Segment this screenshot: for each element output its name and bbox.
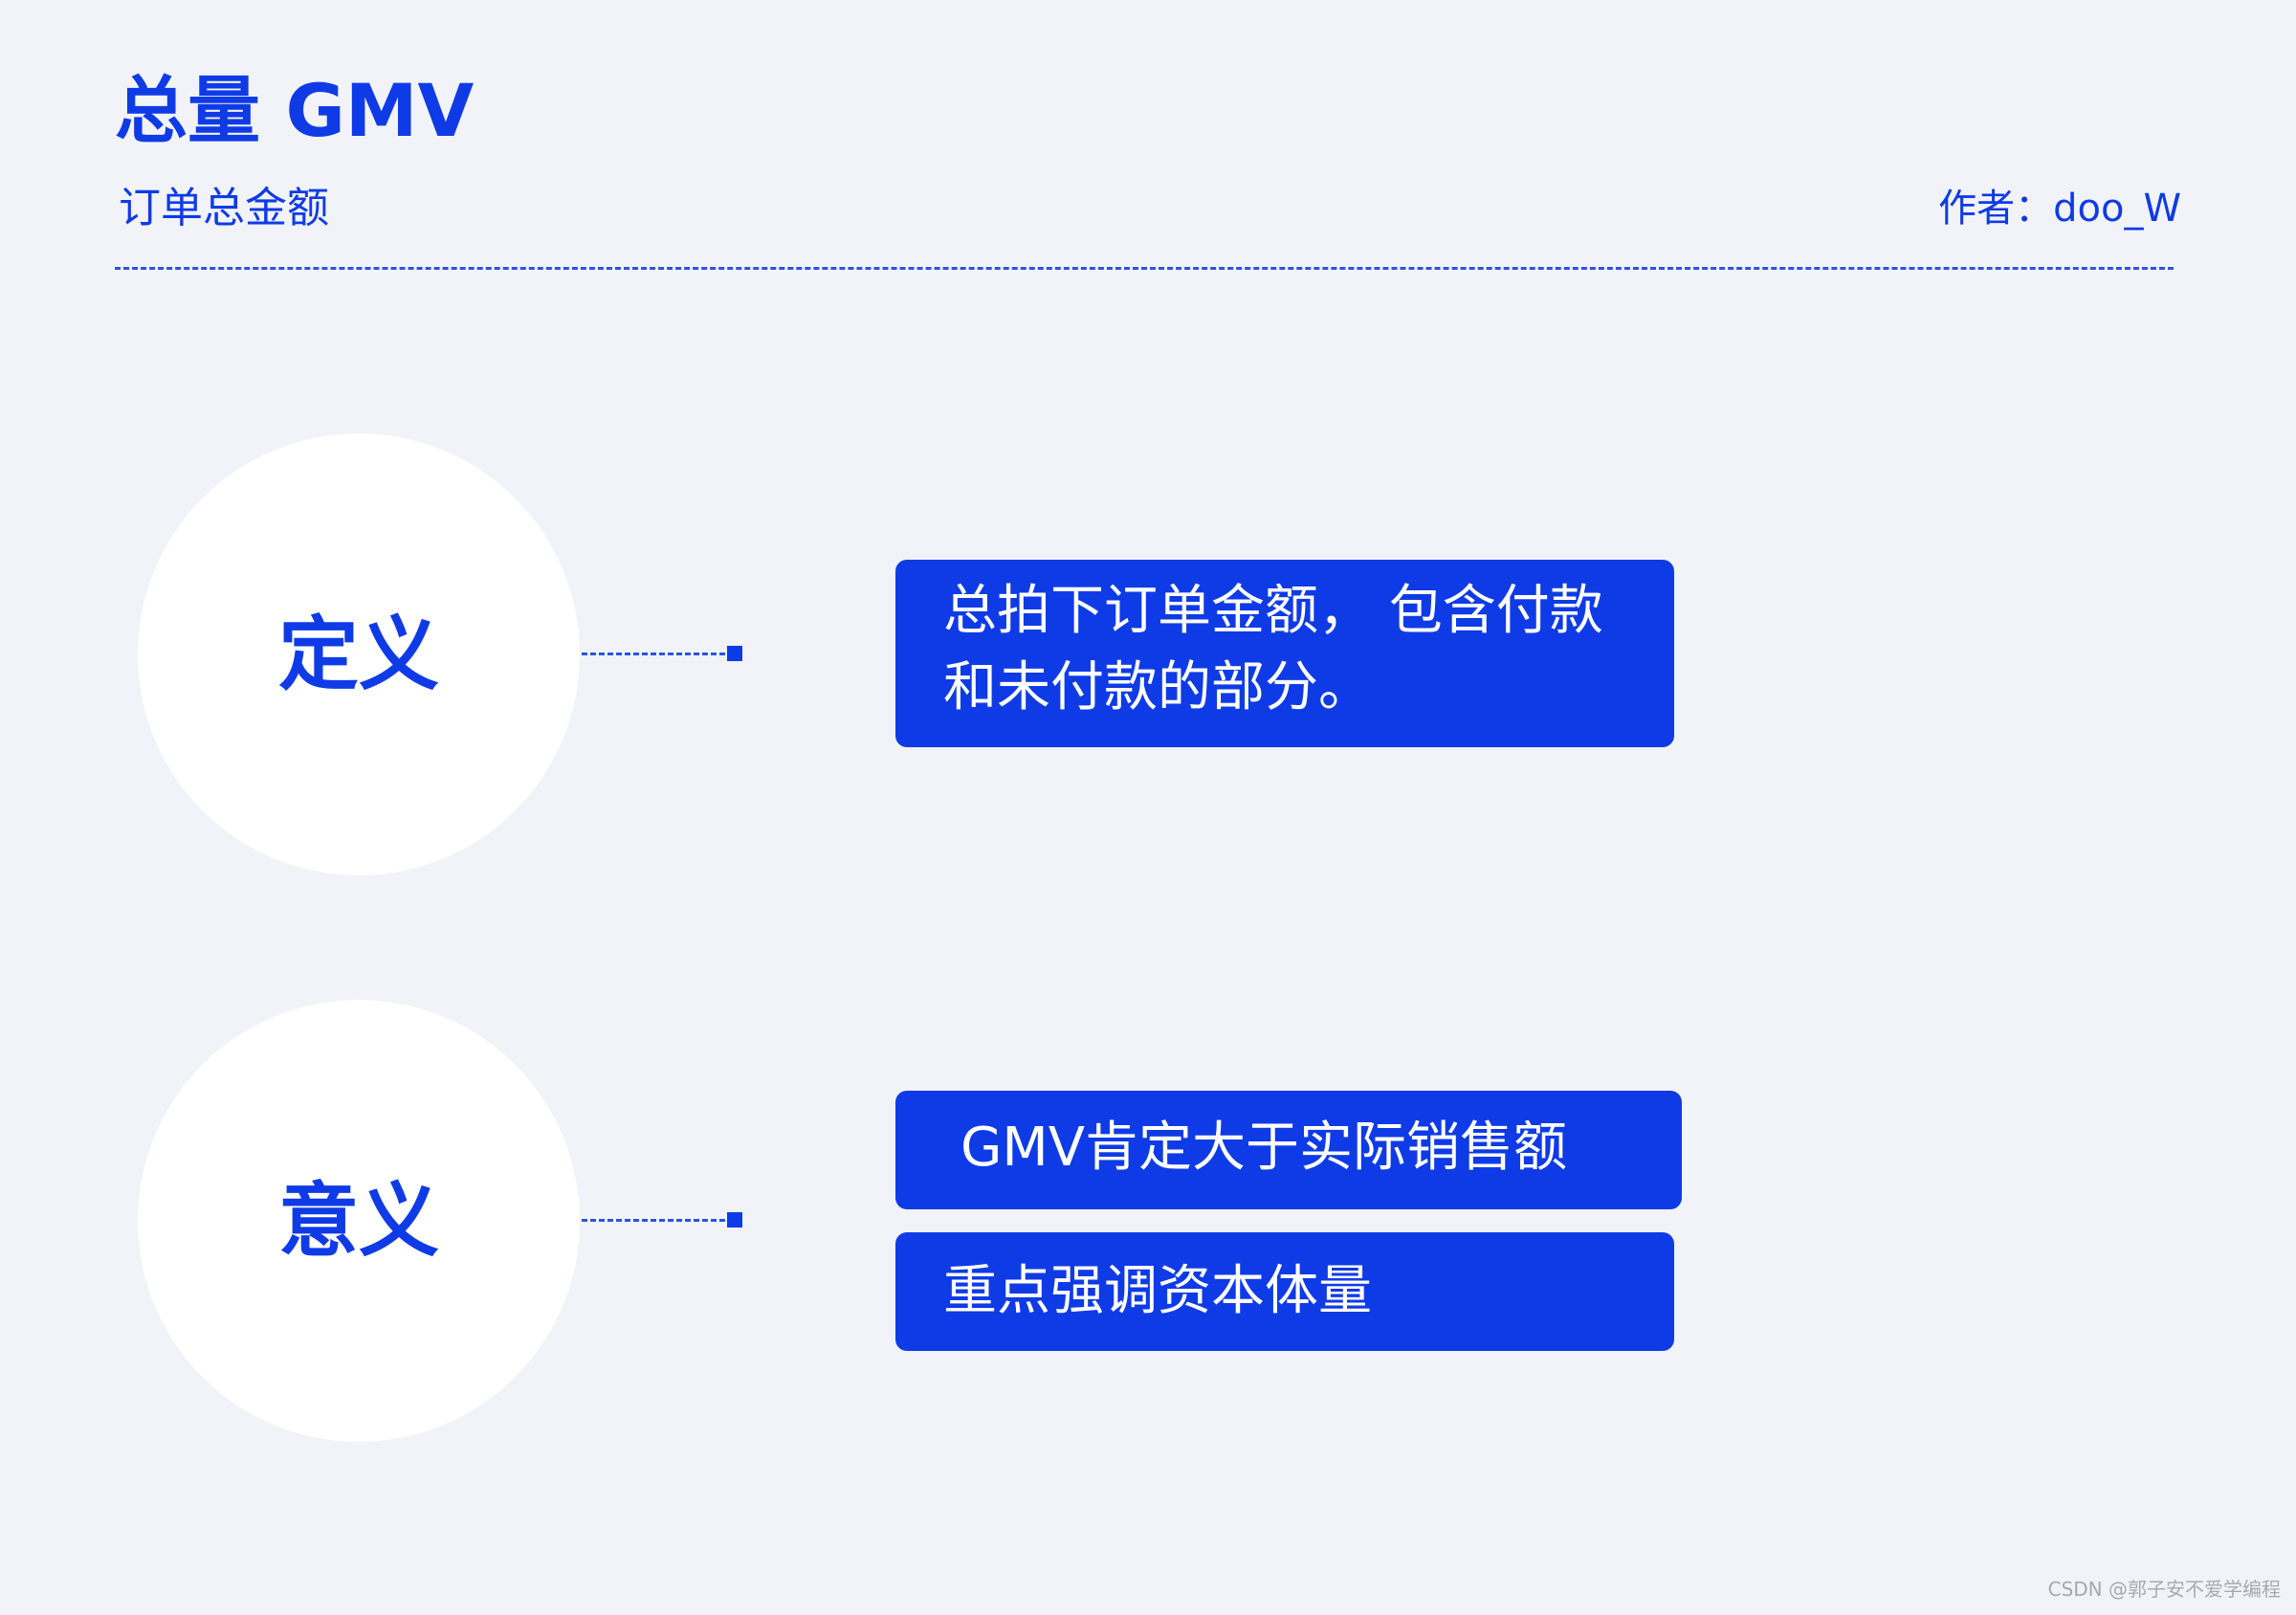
page-title: 总量 GMV <box>115 68 475 153</box>
significance-connector <box>582 1219 725 1222</box>
page-subtitle: 订单总金额 <box>119 184 329 232</box>
significance-card-1: GMV肯定大于实际销售额 <box>895 1091 1682 1209</box>
definition-label: 定义 <box>277 608 439 701</box>
author-label: 作者：doo_W <box>1938 187 2181 231</box>
header-divider <box>115 267 2174 270</box>
definition-connector-dot <box>727 646 742 661</box>
significance-card-2: 重点强调资本体量 <box>895 1232 1674 1351</box>
significance-connector-dot <box>727 1212 742 1228</box>
watermark-text: CSDN @郭子安不爱学编程 <box>2047 1578 2281 1601</box>
definition-circle: 定义 <box>138 433 580 875</box>
significance-card-2-text: 重点强调资本体量 <box>943 1260 1372 1322</box>
significance-label: 意义 <box>277 1174 439 1268</box>
definition-connector <box>582 653 725 655</box>
definition-card: 总拍下订单金额， 包含付款 和未付款的部分。 <box>895 560 1674 747</box>
significance-circle: 意义 <box>138 1000 580 1442</box>
definition-card-line-1: 总拍下订单金额， 包含付款 <box>943 580 1603 642</box>
definition-card-line-2: 和未付款的部分。 <box>943 656 1372 719</box>
significance-card-1-text: GMV肯定大于实际销售额 <box>960 1117 1568 1179</box>
